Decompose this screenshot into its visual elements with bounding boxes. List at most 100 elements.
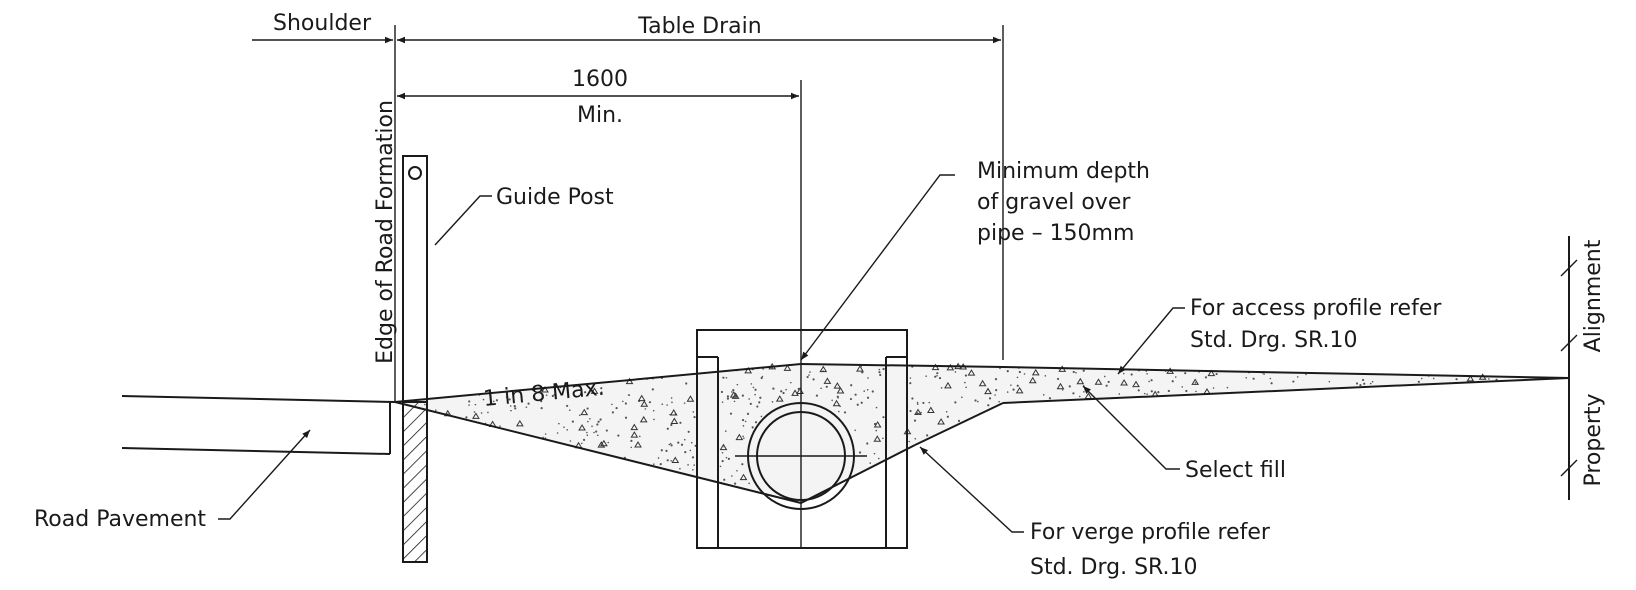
gravel-particle	[671, 456, 680, 464]
gravel-dot	[1146, 393, 1148, 395]
gravel-dot	[875, 429, 878, 432]
gravel-dot	[954, 401, 957, 404]
gravel-dot	[882, 437, 884, 440]
gravel-dot	[1132, 385, 1135, 388]
gravel-dot	[586, 431, 588, 434]
gravel-dot	[482, 398, 485, 401]
guide-post	[402, 155, 428, 563]
gravel-dot	[854, 393, 857, 396]
gravel-particle	[637, 394, 646, 402]
gravel-dot	[1369, 382, 1372, 385]
gravel-dot	[499, 425, 501, 427]
gravel-dot	[871, 390, 874, 393]
gravel-dot	[1292, 380, 1295, 383]
gravel-dot	[473, 411, 476, 413]
gravel-dot	[1044, 375, 1047, 377]
gravel-dot	[692, 469, 694, 471]
gravel-dot	[920, 411, 922, 414]
gravel-dot	[622, 400, 624, 403]
verge-profile-callout: For verge profile refer Std. Drg. SR.10	[919, 446, 1271, 580]
gravel-dot	[772, 387, 775, 390]
drainage-pit	[696, 329, 908, 549]
gravel-dot	[849, 397, 853, 401]
gravel-dot	[540, 400, 543, 403]
gravel-dot	[600, 391, 603, 393]
gravel-dot	[758, 401, 761, 404]
gravel-dot	[1150, 379, 1153, 382]
gravel-dot	[866, 388, 869, 391]
gravel-dot	[936, 374, 938, 377]
gravel-dot	[611, 411, 614, 414]
gravel-dot	[683, 438, 686, 441]
gravel-particle	[832, 399, 841, 407]
gravel-dot	[726, 395, 730, 398]
gravel-dot	[670, 459, 672, 462]
gravel-dot	[877, 457, 880, 460]
gravel-dot	[760, 415, 763, 418]
gravel-dot	[734, 394, 737, 398]
gravel-particle	[472, 412, 480, 419]
gravel-particle	[735, 433, 744, 441]
gravel-dot	[677, 441, 680, 444]
gravel-dot	[591, 425, 593, 428]
gravel-dot	[1082, 369, 1085, 372]
gravel-dot	[1016, 376, 1019, 379]
gravel-dot	[771, 401, 774, 403]
gravel-dot	[761, 375, 764, 378]
gravel-dot	[731, 475, 733, 477]
gravel-dot	[611, 403, 613, 406]
gravel-particle	[931, 363, 940, 371]
gravel-particle	[783, 364, 792, 371]
gravel-dot	[733, 400, 736, 403]
gravel-dot	[582, 438, 586, 442]
gravel-dot	[638, 435, 641, 438]
gravel-dot	[669, 442, 672, 445]
gravel-particle	[744, 366, 753, 374]
gravel-dot	[915, 411, 919, 415]
gravel-dot	[1215, 372, 1218, 376]
gravel-dot	[652, 463, 655, 466]
verge-profile-line1: For verge profile refer	[1030, 520, 1271, 545]
gravel-dot	[974, 399, 977, 402]
gravel-particle	[515, 419, 524, 427]
gravel-dot	[1420, 377, 1423, 380]
gravel-dot	[998, 400, 1000, 403]
gravel-dot	[510, 409, 512, 412]
min-depth-line1: Minimum depth	[977, 159, 1150, 184]
gravel-dot	[1072, 370, 1075, 374]
gravel-dot	[571, 420, 574, 423]
gravel-dot	[916, 403, 919, 405]
gravel-dot	[731, 391, 733, 393]
gravel-dot	[1417, 380, 1420, 383]
gravel-dot	[994, 394, 996, 396]
gravel-dot	[1361, 378, 1365, 382]
gravel-dot	[856, 403, 859, 406]
gravel-particle	[1028, 376, 1037, 384]
gravel-dot	[666, 427, 669, 430]
gravel-dot	[617, 434, 620, 437]
gravel-dot	[1359, 383, 1362, 387]
gravel-particle	[1466, 374, 1475, 382]
gravel-dot	[1105, 384, 1108, 387]
gravel-dot	[878, 371, 881, 374]
gravel-dot	[671, 401, 673, 404]
gravel-dot	[1137, 389, 1140, 392]
gravel-dot	[556, 432, 559, 434]
gravel-dot	[954, 371, 957, 373]
gravel-dot	[1328, 380, 1331, 383]
gravel-dot	[600, 387, 603, 390]
gravel-dot	[723, 445, 725, 448]
property-label: Property	[1581, 393, 1606, 486]
gravel-dot	[749, 402, 752, 405]
gravel-dot	[831, 399, 833, 402]
gravel-dot	[1042, 394, 1045, 396]
gravel-particle	[541, 386, 549, 393]
gravel-dot	[741, 463, 744, 466]
gravel-dot	[797, 387, 800, 391]
gravel-dot	[683, 402, 686, 404]
gravel-dot	[759, 396, 762, 399]
gravel-dot	[744, 420, 747, 423]
gravel-dot	[861, 371, 864, 374]
gravel-dot	[837, 410, 840, 413]
gravel-dot	[569, 440, 572, 442]
